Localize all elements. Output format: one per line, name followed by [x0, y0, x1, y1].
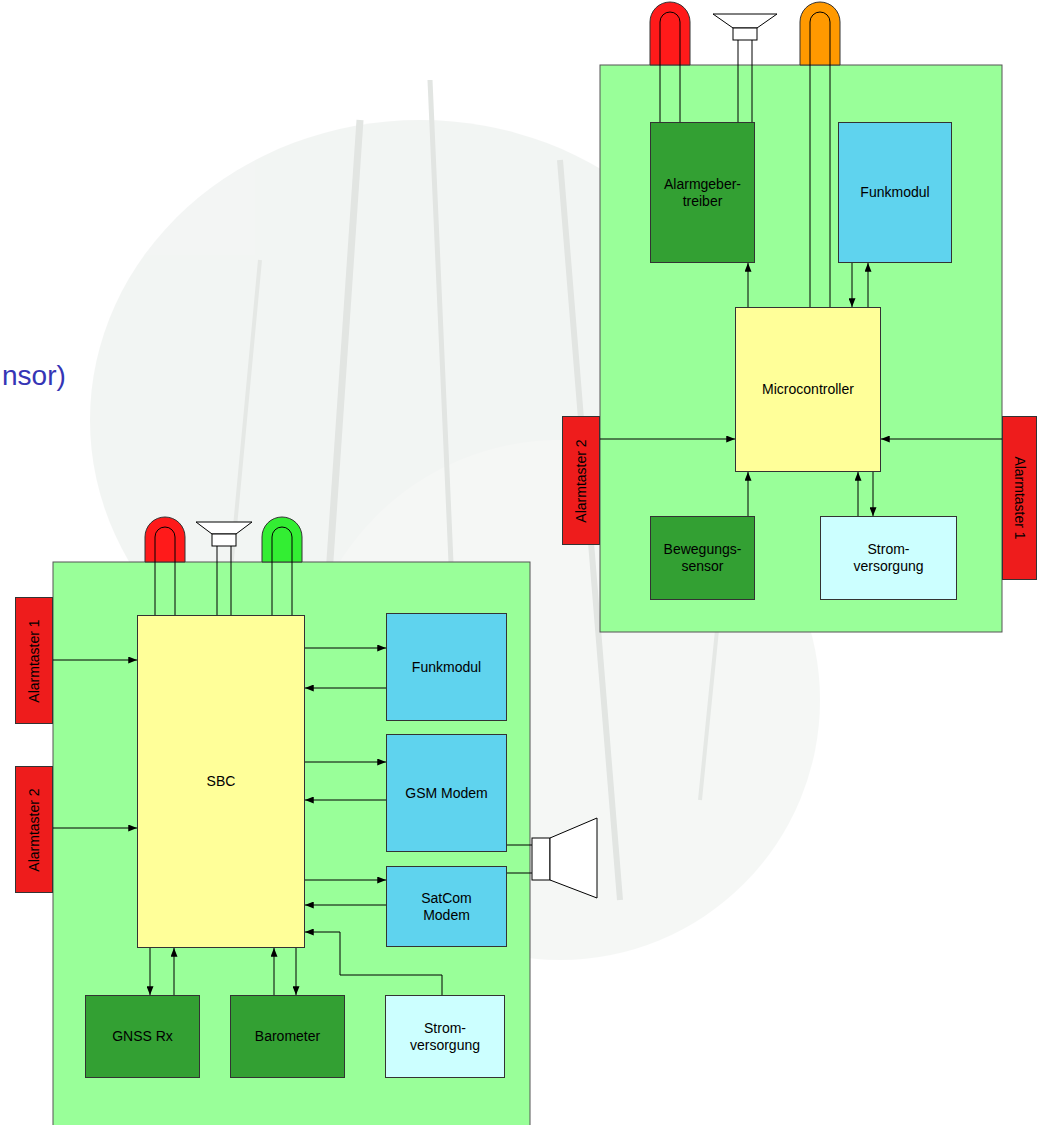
box-label: Alarmtaster 1 [1011, 456, 1028, 539]
speaker-symbol [532, 838, 550, 880]
speaker-symbol [212, 534, 236, 546]
speaker-symbol [550, 818, 597, 898]
signal-arrow [868, 263, 869, 307]
signal-arrow [305, 762, 386, 763]
power-supply-box: Strom- versorgung [385, 995, 505, 1078]
led-wire [272, 527, 292, 615]
box-label: GSM Modem [405, 785, 487, 802]
speaker-wire [507, 845, 532, 873]
power-supply-box: Strom- versorgung [820, 516, 957, 600]
signal-arrow [150, 948, 151, 995]
led-orange [800, 2, 840, 65]
led-wire [810, 12, 830, 307]
signal-arrow [305, 648, 386, 649]
motion-sensor-box: Bewegungs- sensor [650, 516, 755, 600]
box-label: GNSS Rx [112, 1028, 173, 1045]
gnss-receiver-box: GNSS Rx [85, 995, 200, 1078]
alarm-button-tab: Alarmtaster 1 [1002, 416, 1037, 580]
circuit-board [53, 562, 530, 1125]
alarm-button-tab: Alarmtaster 1 [15, 597, 53, 724]
gsm-modem-box: GSM Modem [386, 734, 507, 852]
box-label: Strom- versorgung [400, 1020, 490, 1054]
led-red [650, 2, 690, 65]
signal-arrow [748, 263, 749, 307]
box-label: Alarmtaster 2 [573, 439, 590, 522]
circuit-board [600, 65, 1002, 632]
led-wire [155, 527, 175, 615]
box-label: Microcontroller [762, 381, 854, 398]
box-label: Bewegungs- sensor [655, 541, 750, 575]
box-label: Funkmodul [412, 659, 481, 676]
alarm-button-tab: Alarmtaster 2 [562, 416, 600, 545]
signal-arrow [296, 948, 297, 995]
signal-arrow [852, 263, 853, 307]
led-red [145, 517, 185, 562]
signal-arrow [53, 828, 137, 829]
box-label: Alarmtaster 2 [26, 788, 43, 871]
box-label: Funkmodul [860, 184, 929, 201]
speaker-symbol [196, 522, 252, 534]
signal-arrow [305, 905, 386, 906]
box-label: SBC [207, 773, 236, 790]
box-label: Strom- versorgung [844, 541, 934, 575]
box-label: SatCom Modem [412, 890, 482, 924]
led-green [262, 517, 302, 562]
signal-arrow [274, 948, 275, 995]
signal-arrow [53, 660, 137, 661]
microcontroller-box: Microcontroller [735, 307, 881, 472]
signal-arrow [305, 880, 386, 881]
barometer-box: Barometer [230, 995, 345, 1078]
signal-arrow [305, 800, 386, 801]
box-label: Alarmtaster 1 [26, 619, 43, 702]
speaker-symbol [713, 14, 777, 28]
signal-arrow [858, 472, 859, 516]
box-label: Alarmgeber- treiber [655, 176, 750, 210]
radio-module-box: Funkmodul [838, 122, 952, 263]
speaker-symbol [733, 28, 757, 40]
speaker-wire [738, 40, 752, 122]
signal-arrow [881, 439, 1002, 440]
single-board-computer-box: SBC [137, 615, 305, 948]
radio-module-box: Funkmodul [386, 613, 507, 721]
box-label: Barometer [255, 1028, 320, 1045]
signal-arrow [600, 439, 735, 440]
speaker-wire [217, 546, 231, 615]
alarm-button-tab: Alarmtaster 2 [15, 766, 53, 893]
signal-arrow [174, 948, 175, 995]
partial-heading: nsor) [2, 360, 66, 392]
signal-arrow [305, 688, 386, 689]
alarm-driver-box: Alarmgeber- treiber [650, 122, 755, 263]
led-wire [660, 12, 680, 122]
signal-arrow [748, 472, 749, 516]
satcom-modem-box: SatCom Modem [386, 866, 507, 947]
signal-arrow [873, 472, 874, 516]
